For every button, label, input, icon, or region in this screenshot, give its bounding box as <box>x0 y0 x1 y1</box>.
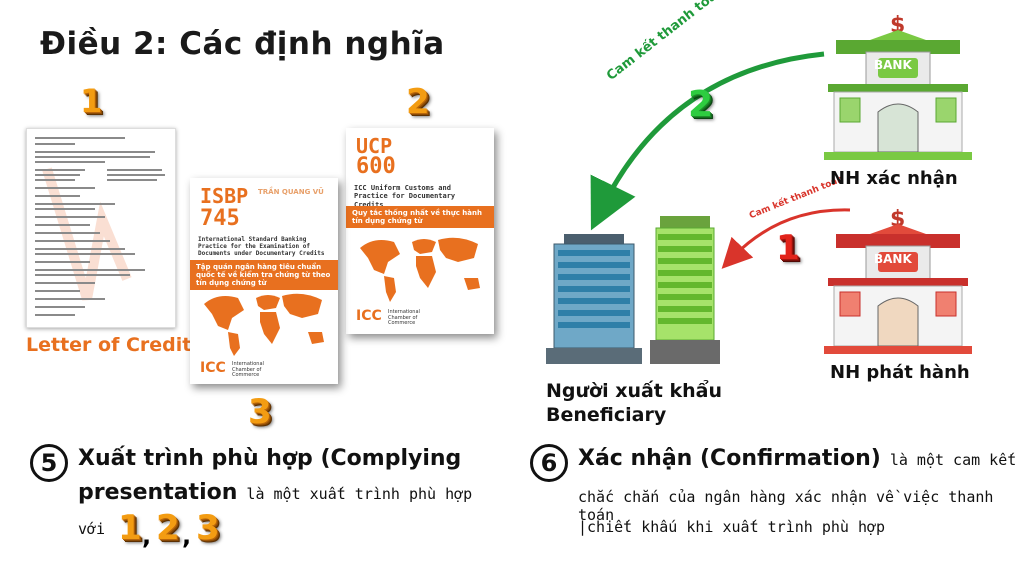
payment-arrows <box>590 51 851 269</box>
item-5-ref-3: 3 <box>196 508 220 548</box>
item-6-line-1: Xác nhận (Confirmation) là một cam kết <box>578 446 1016 471</box>
red-arrow <box>721 208 851 269</box>
letter-of-credit-label: Letter of Credit <box>26 334 192 356</box>
item-5-ref-1: 1 <box>118 508 142 548</box>
ucp-600-book: UCP 600 ICC Uniform Customs and Practice… <box>346 128 494 334</box>
item-5-body-2: với <box>78 520 106 538</box>
isbp-subtitle: International Standard Banking Practice … <box>198 236 325 258</box>
item-6-number: 6 <box>530 444 568 482</box>
beneficiary-label: Người xuất khẩu Beneficiary <box>546 380 722 428</box>
beneficiary-line-2: Beneficiary <box>546 403 667 426</box>
letter-of-credit-document <box>26 128 176 328</box>
item-5-comma-2: , <box>182 522 192 550</box>
confirming-bank-label: NH xác nhận <box>830 168 958 189</box>
ucp-subtitle: ICC Uniform Customs and Practice for Doc… <box>354 184 456 209</box>
item-5-body: là một xuất trình phù hợp <box>237 485 473 503</box>
ucp-icc-logo: ICC <box>356 308 382 324</box>
beneficiary-line-1: Người xuất khẩu <box>546 380 723 402</box>
isbp-code: ISBP <box>200 184 249 208</box>
marker-3: 3 <box>248 392 272 432</box>
item-6-body-3: |chiết khấu khi xuất trình phù hợp <box>578 518 886 536</box>
green-arrow-number: 2 <box>688 84 714 125</box>
item-5-heading-2: presentation <box>78 480 238 505</box>
item-6-body-2: chắc chắn của ngân hàng xác nhận về việc… <box>578 488 994 524</box>
isbp-icc-logo: ICC <box>200 360 226 376</box>
confirming-bank-sign: BANK <box>874 58 912 72</box>
item-5-comma-1: , <box>142 522 152 550</box>
isbp-icc-name: International Chamber of Commerce <box>232 361 264 378</box>
confirming-bank-icon: $ <box>824 13 972 160</box>
issuing-bank-label: NH phát hành <box>830 362 970 383</box>
marker-1: 1 <box>80 82 103 120</box>
page-title: Điều 2: Các định nghĩa <box>40 26 445 62</box>
item-5-line-2: presentation là một xuất trình phù hợp <box>78 480 472 505</box>
beneficiary-buildings-icon <box>546 216 720 364</box>
world-map-icon <box>360 237 480 302</box>
issuing-bank-sign: BANK <box>874 252 912 266</box>
red-arrow-number: 1 <box>776 228 800 268</box>
isbp-band: Tập quán ngân hàng tiêu chuẩn quốc tế về… <box>190 260 338 290</box>
item-5-number: 5 <box>30 444 68 482</box>
isbp-745-book: ISBP 745 TRẦN QUANG VŨ International Sta… <box>190 178 338 384</box>
ucp-icc-name: International Chamber of Commerce <box>388 309 420 326</box>
ucp-band: Quy tắc thống nhất về thực hành tín dụng… <box>346 206 494 228</box>
item-5-ref-2: 2 <box>156 508 180 548</box>
marker-2: 2 <box>406 82 430 122</box>
green-arrow <box>590 51 825 231</box>
ucp-number: 600 <box>356 154 396 179</box>
item-5-heading: Xuất trình phù hợp (Complying <box>78 446 462 471</box>
isbp-number: 745 <box>200 206 240 231</box>
item-6-body-1: là một cam kết <box>880 451 1017 469</box>
isbp-stamp: TRẦN QUANG VŨ <box>258 188 324 196</box>
world-map-icon <box>204 293 324 356</box>
item-6-heading: Xác nhận (Confirmation) <box>578 446 881 471</box>
issuing-bank-icon: $ <box>824 207 972 354</box>
ucp-code: UCP <box>356 134 393 158</box>
